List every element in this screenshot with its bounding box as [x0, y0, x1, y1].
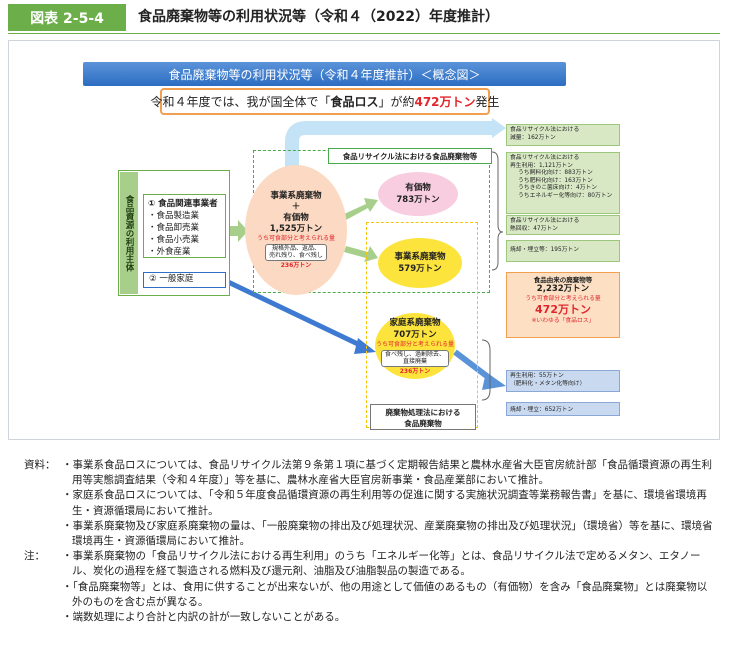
business-loss-memo: 規格外品、返品、 売れ残り、食べ残し	[265, 243, 327, 261]
concept-banner: 食品廃棄物等の利用状況等（令和４年度推計）＜概念図＞	[83, 62, 566, 86]
recycling-box: 食品リサイクル法における 再生利用：1,121万トン うち飼料化向け：883万ト…	[506, 152, 620, 214]
recycle-law-label: 食品リサイクル法における食品廃棄物等	[328, 148, 492, 164]
remark-item: ・端数処理により合計と内訳の計が一致しないことがある。	[62, 611, 346, 624]
food-derived-waste-box: 食品由来の廃棄物等 2,232万トン うち可食部分と考えられる量 472万トン …	[506, 272, 620, 338]
incineration-box: 焼却・埋立等：195万トン	[506, 240, 620, 262]
source-note-item: ・事業系廃棄物及び家庭系廃棄物の量は、「一般廃棄物の排出及び処理状況、産業廃棄物…	[62, 519, 713, 548]
household-loss-memo: 食べ残し、過剰除去、 直接廃棄	[380, 349, 449, 367]
figure-header: 図表 2-5-4 食品廃棄物等の利用状況等（令和４（2022）年度推計）	[0, 0, 730, 36]
business-waste-circle: 事業系廃棄物 ＋ 有価物 1,525万トン うち可食部分と考えられる量 規格外品…	[245, 165, 347, 295]
food-business-box: ① 食品関連事業者 ・食品製造業 ・食品卸売業 ・食品小売業 ・外食産業	[143, 194, 226, 258]
remark-notes: 注： ・事業系廃棄物の「食品リサイクル法における再生利用」のうち「エネルギー化等…	[24, 549, 724, 625]
source-note-item: ・事業系食品ロスについては、食品リサイクル法第９条第１項に基づく定期報告結果と農…	[62, 459, 712, 487]
remark-item: ・「食品廃棄物等」とは、食用に供することが出来ないが、他の用途として価値のあるも…	[62, 580, 708, 608]
waste-law-label: 廃棄物処理法における 食品廃棄物	[370, 404, 476, 430]
subject-label: 食品資源の利用主体	[120, 172, 138, 294]
header-divider	[8, 33, 720, 34]
source-notes: 資料： ・事業系食品ロスについては、食品リサイクル法第９条第１項に基づく定期報告…	[24, 458, 724, 549]
household-waste-circle: 家庭系廃棄物 707万トン うち可食部分と考えられる量 食べ残し、過剰除去、 直…	[375, 313, 455, 379]
figure-number-badge: 図表 2-5-4	[8, 4, 126, 31]
household-recycling-box: 再生利用：55万トン （肥料化・メタン化等向け）	[506, 370, 620, 392]
household-box: ② 一般家庭	[143, 272, 226, 288]
figure-notes: 資料： ・事業系食品ロスについては、食品リサイクル法第９条第１項に基づく定期報告…	[24, 458, 724, 625]
source-note-item: ・家庭系食品ロスについては、「令和５年度食品循環資源の再生利用等の促進に関する実…	[62, 489, 707, 517]
reduction-box: 食品リサイクル法における 減量：162万トン	[506, 124, 620, 146]
business-waste-yellow-circle: 事業系廃棄物 579万トン	[378, 238, 462, 288]
valuables-circle: 有価物 783万トン	[378, 172, 458, 216]
remark-item: ・事業系廃棄物の「食品リサイクル法における再生利用」のうち「エネルギー化等」とは…	[62, 550, 701, 578]
figure-title: 食品廃棄物等の利用状況等（令和４（2022）年度推計）	[138, 9, 499, 25]
heat-recovery-box: 食品リサイクル法における 熱回収：47万トン	[506, 215, 620, 235]
household-incineration-box: 焼却・埋立：652万トン	[506, 402, 620, 416]
